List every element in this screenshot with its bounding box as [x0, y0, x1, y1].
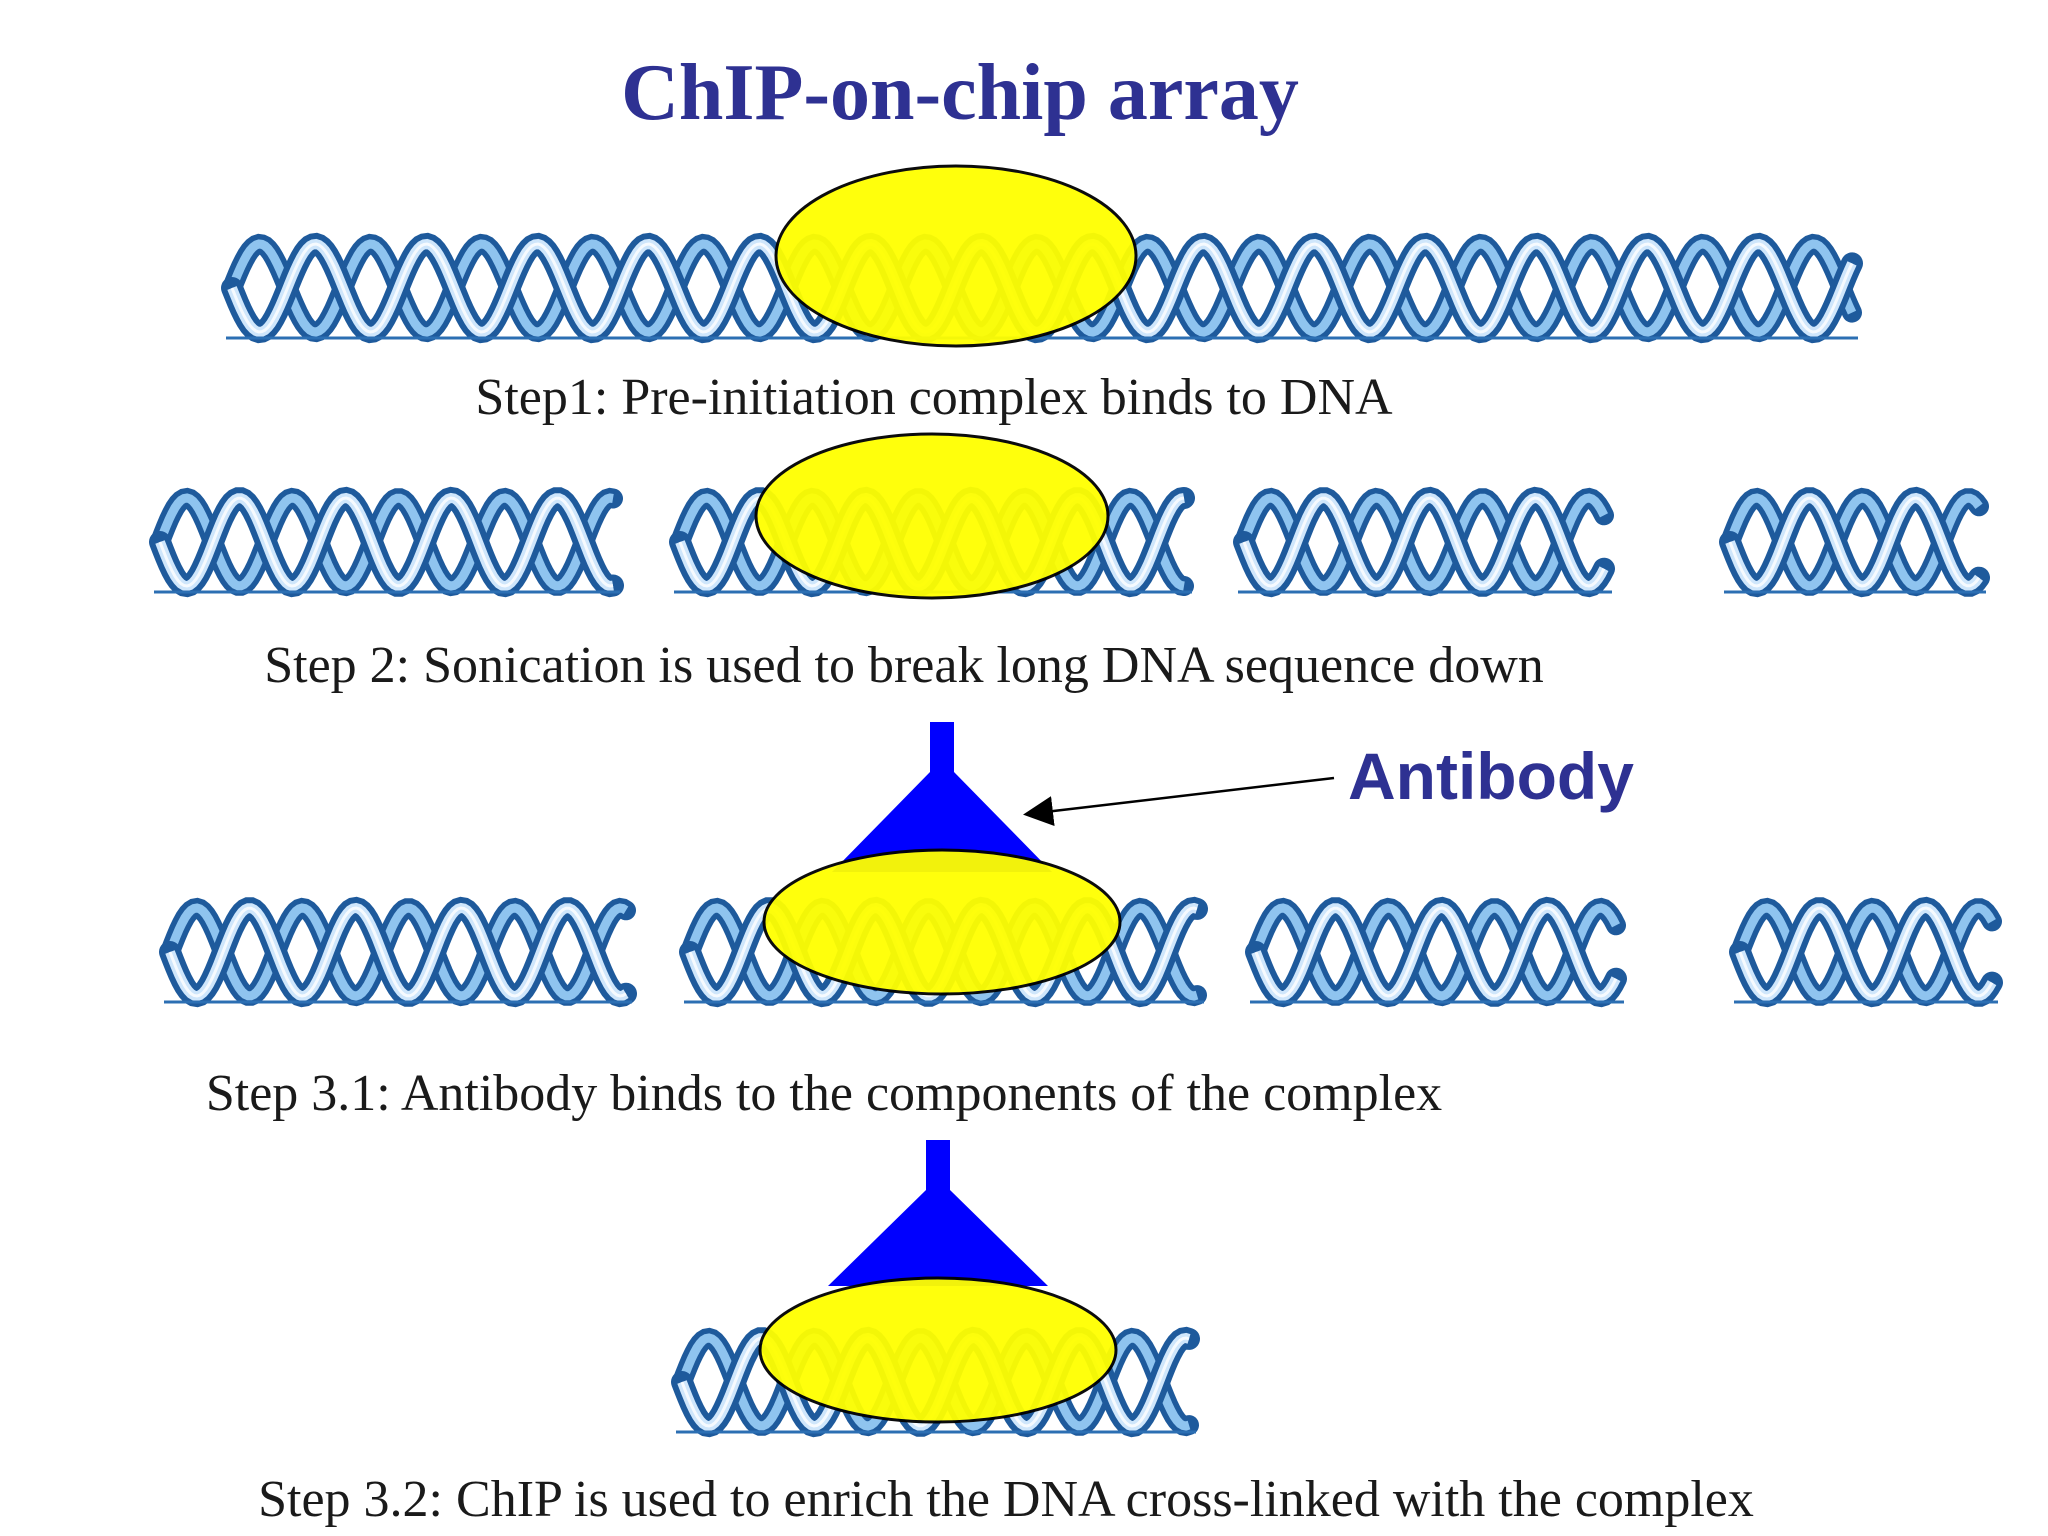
complex-layer — [754, 164, 1335, 1424]
complex-ellipse-icon — [774, 164, 1138, 348]
antibody-label: Antibody — [1348, 739, 1634, 813]
dna-helix-icon — [1719, 486, 1990, 598]
complex-ellipse-icon — [758, 1276, 1118, 1424]
dna-helix-icon — [1729, 896, 2003, 1008]
complex-ellipse-icon — [754, 432, 1110, 600]
page-title: ChIP-on-chip array — [621, 49, 1299, 137]
dna-helix-icon — [1245, 896, 1627, 1008]
step-1-caption: Step1: Pre-initiation complex binds to D… — [475, 369, 1393, 426]
antibody-icon — [828, 1140, 1048, 1286]
arrow-icon — [1023, 776, 1335, 826]
dna-helix-icon — [1233, 486, 1615, 598]
step-2-caption: Step 2: Sonication is used to break long… — [264, 637, 1544, 694]
antibody-icon — [832, 722, 1052, 872]
dna-helix-icon — [149, 486, 624, 598]
complex-ellipse-icon — [762, 848, 1122, 996]
step-3-2-caption: Step 3.2: ChIP is used to enrich the DNA… — [258, 1471, 1754, 1528]
step-3-1-caption: Step 3.1: Antibody binds to the componen… — [205, 1065, 1443, 1122]
dna-helix-icon — [159, 896, 637, 1008]
